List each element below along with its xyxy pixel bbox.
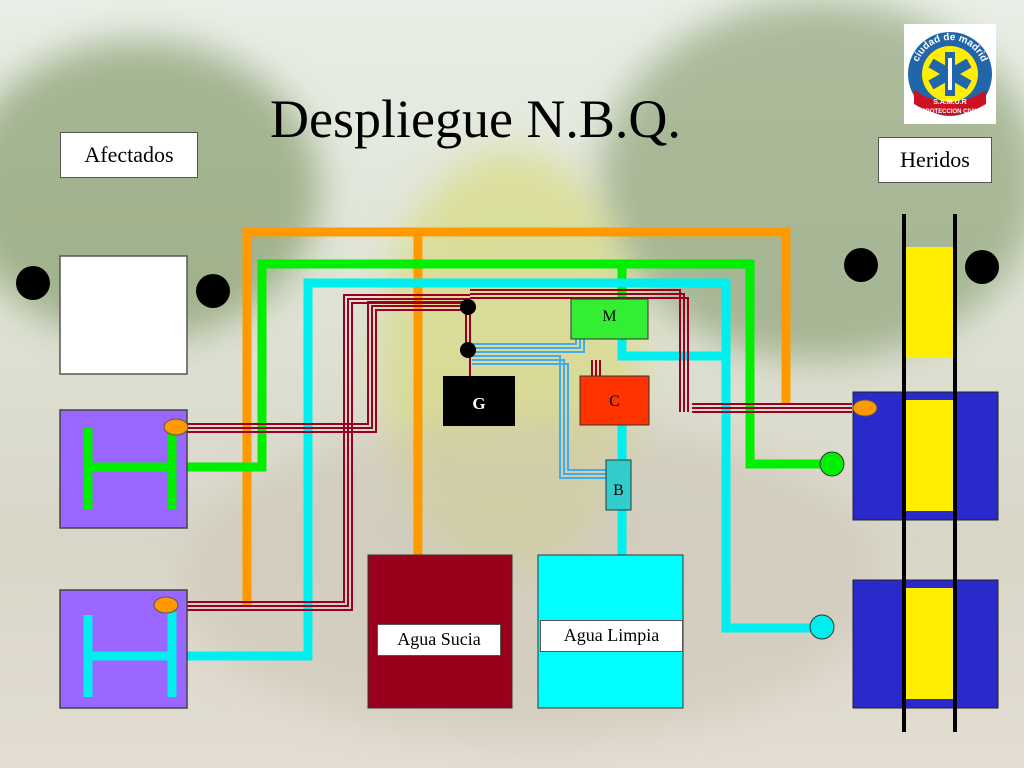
unit-c-label: C (609, 393, 620, 410)
cyan-connector (809, 614, 835, 640)
black-dot-left-2 (196, 274, 230, 308)
unit-g (443, 376, 515, 426)
valve-mid (460, 342, 476, 358)
unit-m (570, 298, 649, 340)
unit-g-label: G (472, 394, 486, 413)
agua-sucia-label: Agua Sucia (377, 624, 501, 656)
samur-logo: ciudad de madrid S.A.M.U.R PROTECCION CI… (904, 24, 996, 124)
black-dot-right-2 (965, 250, 999, 284)
stretcher-pad-2 (906, 400, 953, 511)
black-dot-right-1 (844, 248, 878, 282)
svg-text:PROTECCION CIVIL: PROTECCION CIVIL (921, 109, 978, 115)
svg-text:S.A.M.U.R: S.A.M.U.R (933, 99, 966, 106)
orange-line (242, 227, 791, 605)
green-connector (819, 451, 845, 477)
unit-m-label: M (602, 308, 617, 325)
agua-limpia-label: Agua Limpia (540, 620, 683, 652)
unit-c (579, 375, 650, 426)
heridos-label: Heridos (878, 137, 992, 183)
unit-b-label: B (613, 482, 624, 499)
page-title: Despliegue N.B.Q. (270, 89, 681, 149)
black-dot-left-1 (16, 266, 50, 300)
nozzle-left-2 (153, 596, 179, 614)
stretcher-pad-1 (906, 247, 953, 358)
valve-top (460, 299, 476, 315)
shower-pipes (83, 425, 177, 697)
afectados-label: Afectados (60, 132, 198, 178)
unit-b (605, 459, 632, 511)
nozzle-right (852, 399, 878, 417)
stretcher-pad-3 (906, 588, 953, 699)
afectados-white-station (59, 255, 188, 375)
nozzle-left-1 (163, 418, 189, 436)
dark-red-lines (185, 289, 852, 611)
